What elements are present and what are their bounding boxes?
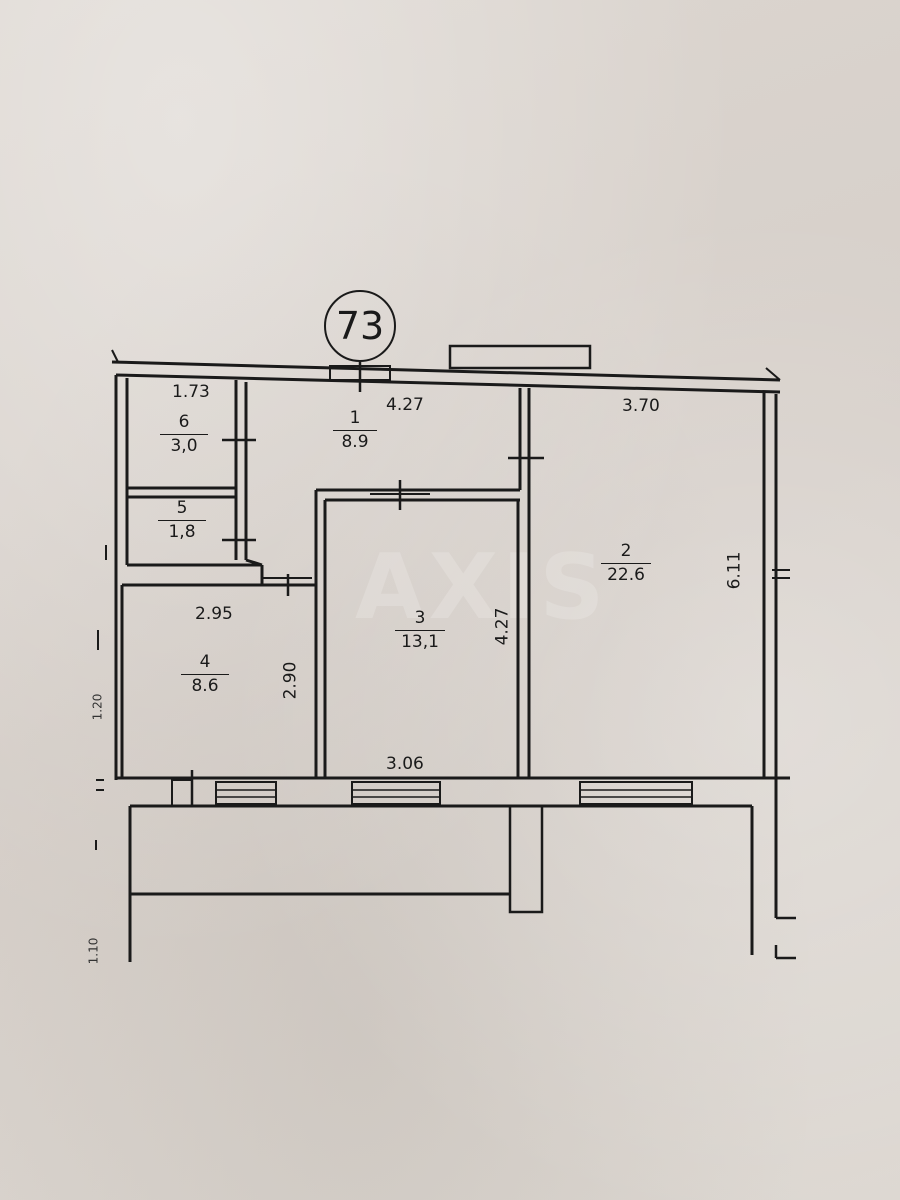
watermark: AXIS: [355, 535, 609, 640]
dim-room3-depth: 4.27: [492, 607, 513, 646]
room-6-number: 6: [178, 412, 190, 432]
wall-top-inner: [115, 373, 781, 394]
wall-top-outer: [111, 360, 781, 382]
apartment-number-marker: 73: [324, 290, 396, 362]
dim-room3-width: 3.06: [386, 754, 424, 774]
room-3-label: 3 13,1: [395, 610, 445, 651]
dim-room4-width: 2.95: [195, 604, 233, 624]
room-1-area: 8.9: [333, 430, 377, 451]
dim-room2-depth: 6.11: [724, 551, 745, 590]
room-6-label: 6 3,0: [160, 414, 208, 455]
edge-mark-left-low: 1.10: [86, 937, 101, 965]
entrance-door: [329, 365, 391, 381]
room-1-number: 1: [349, 408, 361, 428]
edge-mark-left-mid: 1.20: [90, 693, 105, 721]
room-2-area: 22.6: [601, 563, 651, 584]
room-5-area: 1,8: [158, 520, 206, 541]
balcony-pillar: [508, 804, 544, 914]
window-room3: [351, 781, 441, 805]
room-2-label: 2 22.6: [601, 543, 651, 584]
room-1-label: 1 8.9: [333, 410, 377, 451]
room-3-number: 3: [414, 608, 426, 628]
dim-room2-width: 3.70: [622, 396, 660, 416]
window-room4: [215, 781, 277, 805]
room-4-label: 4 8.6: [181, 654, 229, 695]
dim-room4-depth: 2.90: [280, 661, 301, 700]
room-4-area: 8.6: [181, 674, 229, 695]
room-5-label: 5 1,8: [158, 500, 206, 541]
room-5-number: 5: [176, 498, 188, 518]
room-4-number: 4: [199, 652, 211, 672]
room-6-area: 3,0: [160, 434, 208, 455]
top-window: [448, 344, 592, 370]
dim-room6-width: 1.73: [172, 382, 210, 402]
dim-room1-width: 4.27: [386, 395, 424, 415]
window-room2: [579, 781, 693, 805]
room-3-area: 13,1: [395, 630, 445, 651]
room-2-number: 2: [620, 541, 632, 561]
